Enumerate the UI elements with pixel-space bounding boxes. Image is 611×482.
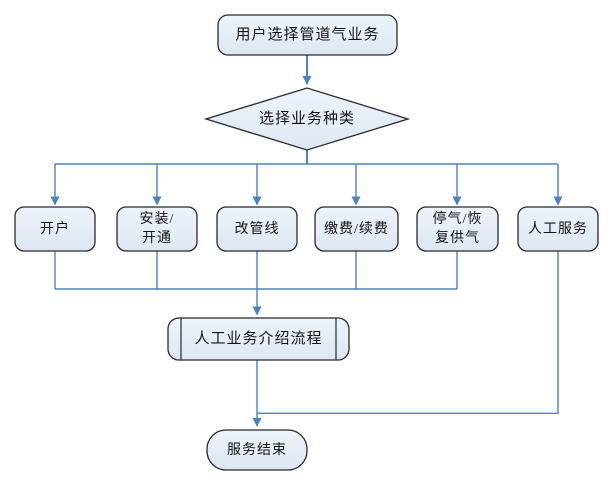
branch-change-pipeline-shape: [216, 206, 298, 252]
decision-node-shape: [203, 87, 411, 151]
predefined-process-bars: [180, 318, 337, 360]
branch-open-account-shape: [14, 206, 96, 252]
node-group: [14, 14, 599, 471]
end-node-shape: [206, 429, 308, 471]
branch-pay-renew-shape: [314, 206, 399, 252]
branch-manual-service-shape: [517, 206, 599, 252]
process-node-shape: [167, 317, 350, 361]
connector-manual-service-to-end: [257, 251, 559, 414]
start-node-shape: [217, 14, 398, 56]
branch-install-activate-shape: [116, 206, 198, 252]
connector-group: [50, 55, 563, 427]
branch-stop-restore-gas-shape: [416, 206, 499, 252]
